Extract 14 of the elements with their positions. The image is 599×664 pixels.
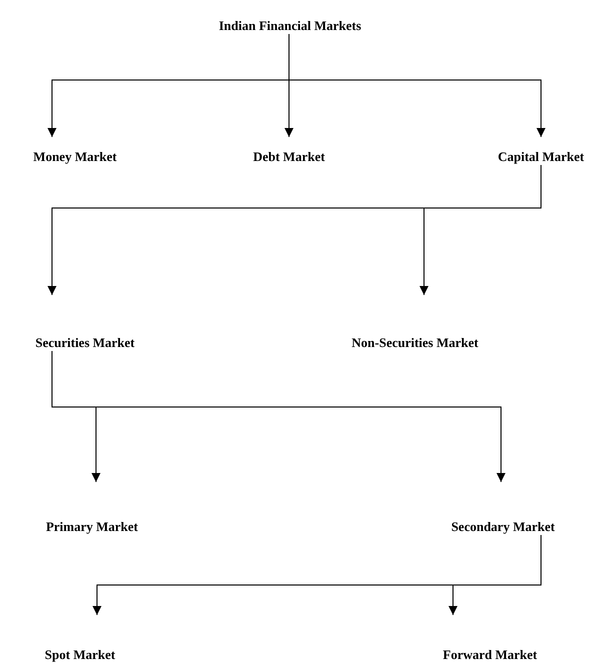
market-label: Indian Financial Markets [218, 18, 362, 34]
connector-arrow [448, 534, 542, 616]
connector-arrow [52, 350, 506, 482]
market-label: Forward Market [442, 647, 538, 663]
market-label: Capital Market [498, 149, 584, 165]
market-label: Spot Market [44, 647, 116, 663]
market-label: Secondary Market [451, 519, 555, 535]
market-label: Securities Market [35, 335, 135, 351]
market-label: Debt Market [253, 149, 325, 165]
connector-arrow [288, 34, 546, 138]
market-label: Primary Market [46, 519, 138, 535]
market-label: Non-Securities Market [352, 335, 478, 351]
connector-arrow [420, 164, 542, 296]
market-label: Money Market [33, 149, 117, 165]
